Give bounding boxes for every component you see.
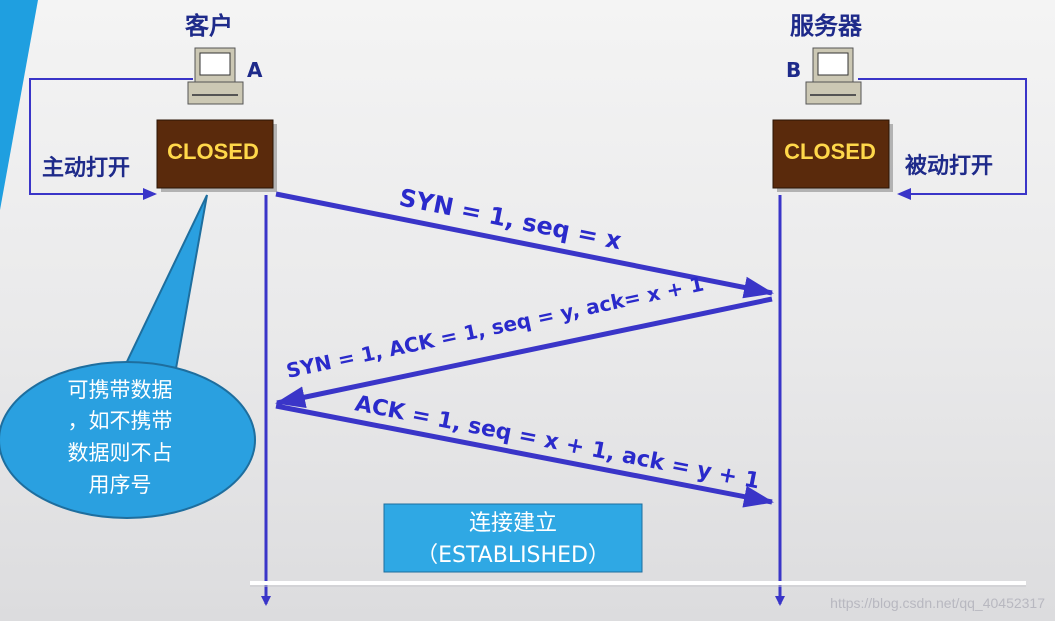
data-note-callout: 可携带数据 ，如不携带 数据则不占 用序号 — [0, 194, 256, 519]
active-open-label: 主动打开 — [42, 156, 130, 181]
left-edge-stripe — [0, 0, 38, 210]
syn-ack-arrow — [275, 296, 773, 409]
active-open-loop — [29, 78, 193, 200]
callout-line-2: ，如不携带 — [68, 409, 173, 433]
callout-line-3: 数据则不占 — [68, 441, 173, 465]
passive-open-label: 被动打开 — [905, 154, 993, 179]
passive-open-loop — [858, 78, 1027, 200]
watermark: https://blog.csdn.net/qq_40452317 — [830, 595, 1045, 611]
established-line-2: （ESTABLISHED） — [416, 543, 610, 568]
syn-label: SYN = 1, seq = x — [397, 183, 624, 255]
client-title: 客户 — [185, 12, 233, 40]
server-title: 服务器 — [790, 12, 863, 40]
client-closed-label: CLOSED — [167, 139, 259, 164]
server-tag: B — [786, 58, 801, 82]
established-line-1: 连接建立 — [469, 511, 557, 536]
server-closed-label: CLOSED — [784, 139, 876, 164]
established-box — [383, 503, 643, 573]
client-computer-icon — [187, 47, 244, 105]
callout-line-1: 可携带数据 — [68, 378, 173, 402]
ack-label: ACK = 1, seq = x + 1, ack = y + 1 — [353, 391, 762, 494]
server-closed-box — [772, 119, 890, 189]
client-tag: A — [247, 58, 263, 82]
syn-arrow — [275, 191, 774, 299]
server-computer-icon — [805, 47, 862, 105]
callout-line-4: 用序号 — [89, 473, 152, 497]
ack-arrow — [275, 403, 774, 508]
client-closed-box — [156, 119, 274, 189]
